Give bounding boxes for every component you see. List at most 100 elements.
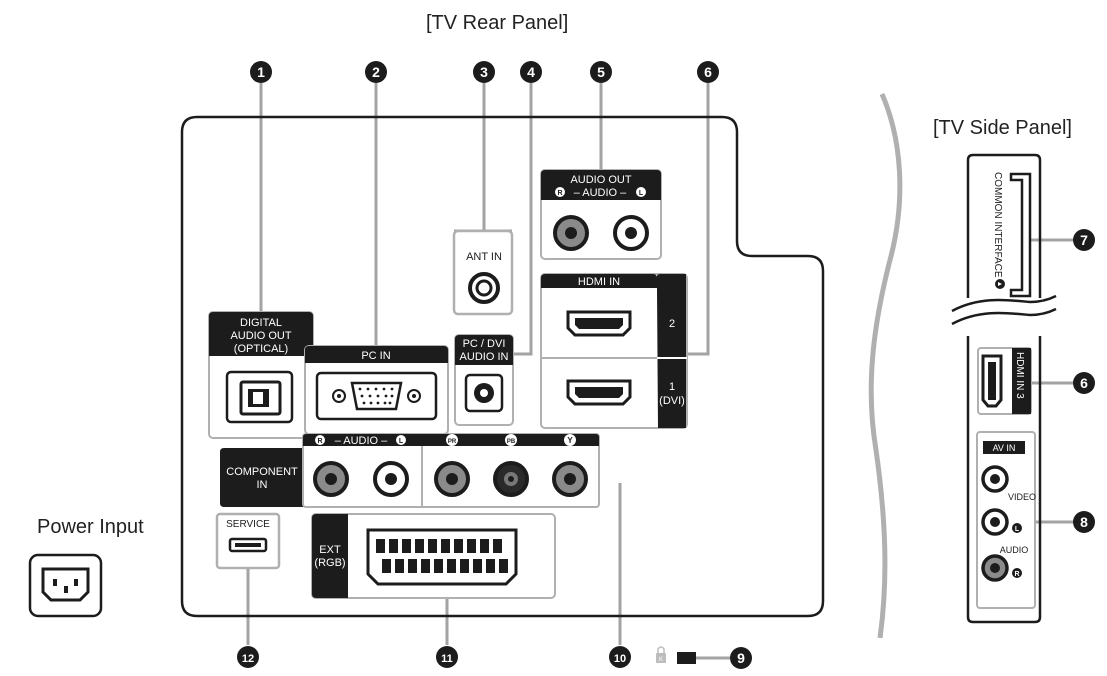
ext-label-2: (RGB) bbox=[314, 557, 345, 569]
pc-in-port: PC IN bbox=[304, 345, 449, 435]
scart-pin bbox=[493, 539, 502, 553]
audio-out-label: AUDIO OUT bbox=[570, 174, 631, 186]
ext-rgb-port: EXT (RGB) bbox=[311, 513, 556, 599]
scart-pin bbox=[434, 559, 443, 573]
component-l-badge: L bbox=[399, 438, 404, 445]
ext-label-1: EXT bbox=[319, 544, 341, 556]
callout-5: 5 bbox=[590, 61, 612, 83]
ant-in-port: ANT IN bbox=[452, 229, 514, 316]
svg-text:1: 1 bbox=[257, 64, 265, 80]
component-label-1: COMPONENT bbox=[226, 466, 298, 478]
side-hdmi-in3-port: HDMI IN 3 bbox=[977, 347, 1032, 415]
audio-out-l-badge: L bbox=[639, 190, 644, 197]
power-input-socket bbox=[28, 553, 103, 618]
component-r-badge: R bbox=[317, 438, 322, 445]
pr-badge: PR bbox=[448, 439, 457, 445]
scart-pin bbox=[382, 559, 391, 573]
callout-3: 3 bbox=[473, 61, 495, 83]
common-interface-slot bbox=[1009, 172, 1032, 298]
svg-text:6: 6 bbox=[1080, 375, 1088, 391]
rear-panel-title: [TV Rear Panel] bbox=[426, 12, 569, 34]
av-l-badge: L bbox=[1015, 526, 1020, 533]
hdmi-1-jack bbox=[566, 379, 632, 406]
scart-connector bbox=[366, 528, 518, 586]
svg-text:2: 2 bbox=[372, 64, 380, 80]
svg-text:3: 3 bbox=[480, 64, 488, 80]
power-input-title: Power Input bbox=[37, 516, 144, 538]
scart-pin bbox=[467, 539, 476, 553]
scart-pin bbox=[408, 559, 417, 573]
callout-2: 2 bbox=[365, 61, 387, 83]
callout-6-side: 6 bbox=[1073, 372, 1095, 394]
digital-audio-label-2: AUDIO OUT bbox=[230, 330, 291, 342]
digital-audio-label-1: DIGITAL bbox=[240, 317, 282, 329]
svg-text:11: 11 bbox=[441, 653, 453, 665]
callout-10: 10 bbox=[609, 646, 631, 668]
scart-pin bbox=[389, 539, 398, 553]
common-interface-label: COMMON INTERFACE bbox=[992, 172, 1003, 278]
svg-text:5: 5 bbox=[597, 64, 605, 80]
scart-pin bbox=[454, 539, 463, 553]
digital-audio-out-port: DIGITAL AUDIO OUT (OPTICAL) bbox=[208, 311, 314, 439]
scart-pin bbox=[499, 559, 508, 573]
hdmi-2-jack bbox=[566, 310, 632, 337]
callout-1: 1 bbox=[250, 61, 272, 83]
side-panel: COMMON INTERFACE HDMI IN 3 AV IN VIDEO L… bbox=[951, 153, 1057, 624]
scart-pin bbox=[395, 559, 404, 573]
scart-pin bbox=[415, 539, 424, 553]
service-label: SERVICE bbox=[226, 519, 270, 530]
pc-dvi-label-1: PC / DVI bbox=[463, 338, 506, 350]
svg-text:8: 8 bbox=[1080, 514, 1088, 530]
svg-text:12: 12 bbox=[242, 653, 254, 665]
hdmi-1-dvi-label: (DVI) bbox=[659, 395, 685, 407]
scart-pin bbox=[447, 559, 456, 573]
pc-dvi-audio-in-port: PC / DVI AUDIO IN bbox=[454, 334, 514, 426]
audio-out-port: AUDIO OUT R – AUDIO – L bbox=[540, 169, 662, 260]
scart-pin bbox=[402, 539, 411, 553]
audio-out-audio-label: – AUDIO – bbox=[574, 187, 627, 199]
svg-text:6: 6 bbox=[704, 64, 712, 80]
component-in-port: COMPONENT IN R – AUDIO – L PR PB Y bbox=[220, 433, 600, 508]
callout-7: 7 bbox=[1073, 229, 1095, 251]
audio-out-r-badge: R bbox=[557, 190, 562, 197]
pb-badge: PB bbox=[507, 439, 516, 445]
callout-11: 11 bbox=[436, 646, 458, 668]
hdmi-in-port: HDMI IN 2 1 (DVI) bbox=[540, 273, 688, 429]
scart-pin bbox=[376, 539, 385, 553]
vga-connector bbox=[350, 381, 403, 411]
lock-k: K bbox=[659, 657, 663, 663]
svg-text:9: 9 bbox=[737, 650, 745, 666]
scart-pin bbox=[486, 559, 495, 573]
svg-text:10: 10 bbox=[614, 653, 626, 665]
component-label-2: IN bbox=[257, 479, 268, 491]
av-in-label: AV IN bbox=[993, 443, 1016, 453]
pc-in-label: PC IN bbox=[361, 350, 390, 362]
kensington-lock: K bbox=[656, 646, 696, 664]
callout-8: 8 bbox=[1073, 511, 1095, 533]
component-audio-label: – AUDIO – bbox=[335, 435, 388, 447]
scart-pin bbox=[460, 559, 469, 573]
svg-text:4: 4 bbox=[527, 64, 535, 80]
digital-audio-label-3: (OPTICAL) bbox=[234, 343, 288, 355]
callout-4: 4 bbox=[520, 61, 542, 83]
panel-divider bbox=[868, 93, 903, 639]
av-r-badge: R bbox=[1014, 571, 1019, 578]
av-video-label: VIDEO bbox=[1008, 492, 1036, 502]
scart-pin bbox=[480, 539, 489, 553]
rear-panel-outline bbox=[180, 115, 825, 618]
scart-pin bbox=[473, 559, 482, 573]
hdmi-2-label: 2 bbox=[669, 318, 675, 330]
svg-text:7: 7 bbox=[1080, 232, 1088, 248]
av-audio-label: AUDIO bbox=[1000, 545, 1029, 555]
side-panel-title: [TV Side Panel] bbox=[933, 117, 1072, 139]
hdmi-1-label: 1 bbox=[669, 381, 675, 393]
y-badge: Y bbox=[567, 436, 573, 445]
callout-12: 12 bbox=[237, 646, 259, 668]
scart-pin bbox=[441, 539, 450, 553]
service-port: SERVICE bbox=[215, 512, 281, 570]
callout-6: 6 bbox=[697, 61, 719, 83]
callout-9: 9 bbox=[730, 647, 752, 669]
pc-dvi-label-2: AUDIO IN bbox=[460, 351, 509, 363]
